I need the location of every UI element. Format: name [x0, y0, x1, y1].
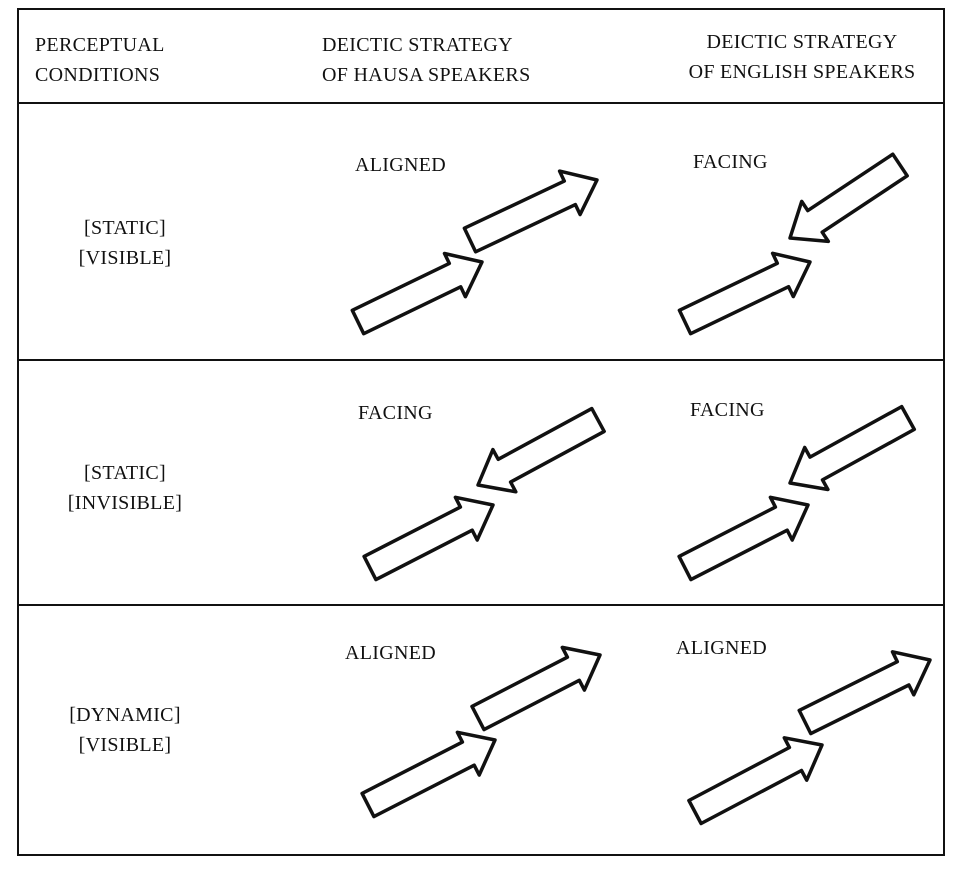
row-divider — [17, 359, 945, 361]
condition-row-3: [DYNAMIC] [VISIBLE] — [40, 700, 210, 760]
condition-line: [VISIBLE] — [78, 247, 172, 269]
condition-line: [INVISIBLE] — [67, 492, 183, 514]
header-divider — [17, 102, 945, 104]
header-english-strategy: DEICTIC STRATEGY OF ENGLISH SPEAKERS — [662, 27, 942, 87]
arrow-speaker-lower — [677, 251, 812, 336]
header-perceptual-conditions: PERCEPTUAL CONDITIONS — [35, 30, 165, 90]
header-hausa-strategy: DEICTIC STRATEGY OF HAUSA SPEAKERS — [322, 30, 531, 90]
arrow-speaker-lower — [350, 251, 484, 336]
strategy-label-english-2: FACING — [690, 399, 765, 421]
arrow-facing-upper — [788, 152, 909, 244]
strategy-label-english-1: FACING — [693, 151, 768, 173]
arrow-speaker-lower — [362, 495, 495, 582]
arrow-facing-upper — [788, 404, 917, 492]
condition-row-1: [STATIC] [VISIBLE] — [40, 213, 210, 273]
condition-line: [VISIBLE] — [78, 734, 172, 756]
arrow-aligned-upper — [470, 645, 602, 732]
row-divider — [17, 604, 945, 606]
header-line: CONDITIONS — [35, 64, 161, 86]
header-line: DEICTIC STRATEGY — [322, 34, 513, 56]
header-line: DEICTIC STRATEGY — [706, 31, 898, 53]
strategy-label-hausa-2: FACING — [358, 402, 433, 424]
strategy-label-english-3: ALIGNED — [676, 637, 767, 659]
condition-line: [STATIC] — [84, 462, 166, 484]
condition-line: [STATIC] — [84, 217, 166, 239]
arrow-facing-upper — [476, 406, 606, 494]
arrow-speaker-lower — [687, 736, 824, 826]
strategy-label-hausa-1: ALIGNED — [355, 154, 446, 176]
arrow-speaker-lower — [677, 495, 810, 582]
arrow-aligned-upper — [797, 650, 932, 736]
header-line: PERCEPTUAL — [35, 34, 165, 56]
header-line: OF ENGLISH SPEAKERS — [688, 61, 916, 83]
condition-row-2: [STATIC] [INVISIBLE] — [40, 458, 210, 518]
condition-line: [DYNAMIC] — [69, 704, 181, 726]
arrow-speaker-lower — [360, 730, 497, 819]
table-frame — [17, 8, 945, 856]
arrow-aligned-upper — [462, 169, 599, 254]
strategy-label-hausa-3: ALIGNED — [345, 642, 436, 664]
header-line: OF HAUSA SPEAKERS — [322, 64, 531, 86]
